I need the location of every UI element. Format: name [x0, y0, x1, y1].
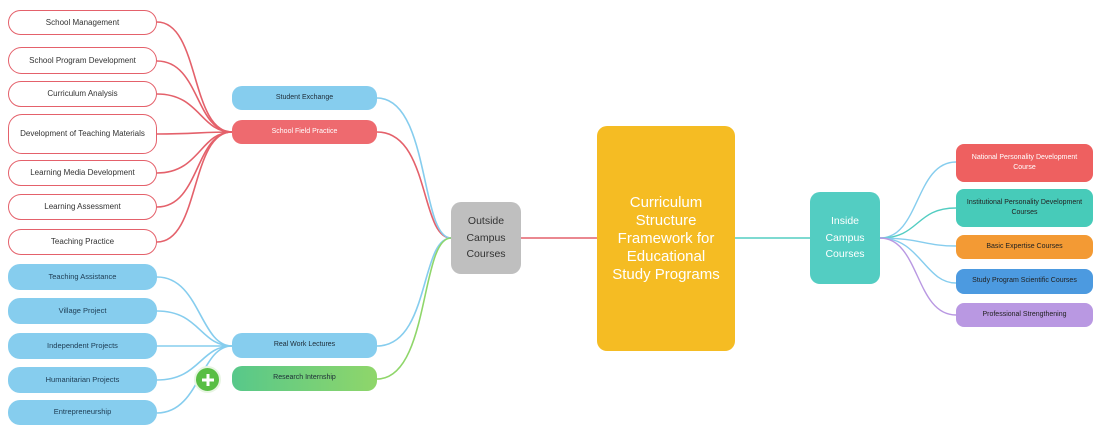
leaf-village-project[interactable]: Village Project — [8, 298, 157, 324]
node-student-exchange[interactable]: Student Exchange — [232, 86, 377, 110]
node-label: Research Internship — [273, 374, 336, 382]
hub-label: Inside Campus Courses — [825, 214, 865, 261]
leaf-label: Village Project — [58, 305, 107, 315]
leaf-label: Humanitarian Projects — [45, 374, 120, 384]
leaf-independent-projects[interactable]: Independent Projects — [8, 333, 157, 359]
leaf-label: Learning Assessment — [44, 202, 121, 212]
node-real-work-lectures[interactable]: Real Work Lectures — [232, 333, 377, 358]
leaf-label: School Program Development — [29, 55, 136, 65]
leaf-label: Development of Teaching Materials — [20, 129, 145, 139]
leaf-label: Study Program Scientific Courses — [972, 277, 1077, 285]
node-school-field-practice[interactable]: School Field Practice — [232, 120, 377, 144]
leaf-basic-expertise-courses[interactable]: Basic Expertise Courses — [956, 235, 1093, 259]
leaf-label: Independent Projects — [47, 340, 118, 350]
leaf-teaching-practice[interactable]: Teaching Practice — [8, 229, 157, 255]
leaf-learning-media-development[interactable]: Learning Media Development — [8, 160, 157, 186]
add-node-button[interactable] — [194, 366, 221, 393]
hub-outside-campus-courses[interactable]: Outside Campus Courses — [451, 202, 521, 274]
node-label: Student Exchange — [275, 93, 334, 101]
hub-inside-campus-courses[interactable]: Inside Campus Courses — [810, 192, 880, 284]
node-research-internship[interactable]: Research Internship — [232, 366, 377, 391]
leaf-learning-assessment[interactable]: Learning Assessment — [8, 194, 157, 220]
leaf-label: Basic Expertise Courses — [986, 242, 1063, 250]
leaf-label: Teaching Practice — [50, 237, 115, 247]
leaf-national-personality-development-course[interactable]: National Personality Development Course — [956, 144, 1093, 182]
leaf-study-program-scientific-courses[interactable]: Study Program Scientific Courses — [956, 269, 1093, 294]
leaf-label: Teaching Assistance — [48, 271, 117, 281]
leaf-teaching-assistance[interactable]: Teaching Assistance — [8, 264, 157, 290]
leaf-institutional-personality-development-courses[interactable]: Institutional Personality Development Co… — [956, 189, 1093, 227]
leaf-label: National Personality Development Course — [971, 153, 1078, 171]
leaf-label: Learning Media Development — [30, 168, 135, 178]
leaf-label: Entrepreneurship — [53, 407, 112, 417]
leaf-label: School Management — [45, 17, 120, 27]
node-label: Real Work Lectures — [273, 341, 336, 349]
leaf-school-program-development[interactable]: School Program Development — [8, 47, 157, 74]
leaf-professional-strengthening[interactable]: Professional Strengthening — [956, 303, 1093, 327]
leaf-label: Curriculum Analysis — [47, 89, 118, 99]
plus-circle-icon — [201, 373, 214, 386]
leaf-humanitarian-projects[interactable]: Humanitarian Projects — [8, 367, 157, 393]
leaf-entrepreneurship[interactable]: Entrepreneurship — [8, 400, 157, 425]
leaf-curriculum-analysis[interactable]: Curriculum Analysis — [8, 81, 157, 107]
hub-label: Outside Campus Courses — [466, 214, 506, 261]
center-label: Curriculum Structure Framework for Educa… — [612, 193, 720, 283]
leaf-label: Professional Strengthening — [982, 310, 1067, 318]
leaf-school-management[interactable]: School Management — [8, 10, 157, 35]
center-topic[interactable]: Curriculum Structure Framework for Educa… — [597, 126, 735, 351]
node-label: School Field Practice — [271, 127, 338, 135]
leaf-development-of-teaching-materials[interactable]: Development of Teaching Materials — [8, 114, 157, 154]
leaf-label: Institutional Personality Development Co… — [966, 198, 1083, 216]
